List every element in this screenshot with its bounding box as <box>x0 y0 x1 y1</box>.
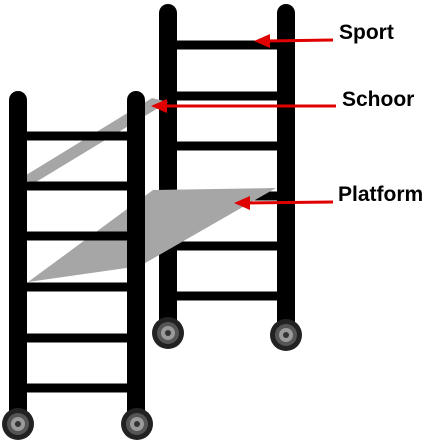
back-ladder-rungs <box>168 40 286 301</box>
arrow-icon <box>254 34 334 48</box>
back-ladder <box>152 4 302 351</box>
label-sport: Sport <box>339 21 394 44</box>
wheel-icon <box>2 408 34 440</box>
label-platform: Platform <box>338 183 424 206</box>
wheel-icon <box>152 317 184 349</box>
arrow-icon <box>234 196 334 210</box>
arrow-icon <box>151 99 336 113</box>
front-ladder-rungs <box>18 131 136 393</box>
front-ladder <box>2 91 153 440</box>
wheel-icon <box>270 319 302 351</box>
platform-deck <box>28 188 276 282</box>
label-schoor: Schoor <box>342 88 415 111</box>
wheel-icon <box>121 408 153 440</box>
callout-arrows <box>151 34 336 210</box>
